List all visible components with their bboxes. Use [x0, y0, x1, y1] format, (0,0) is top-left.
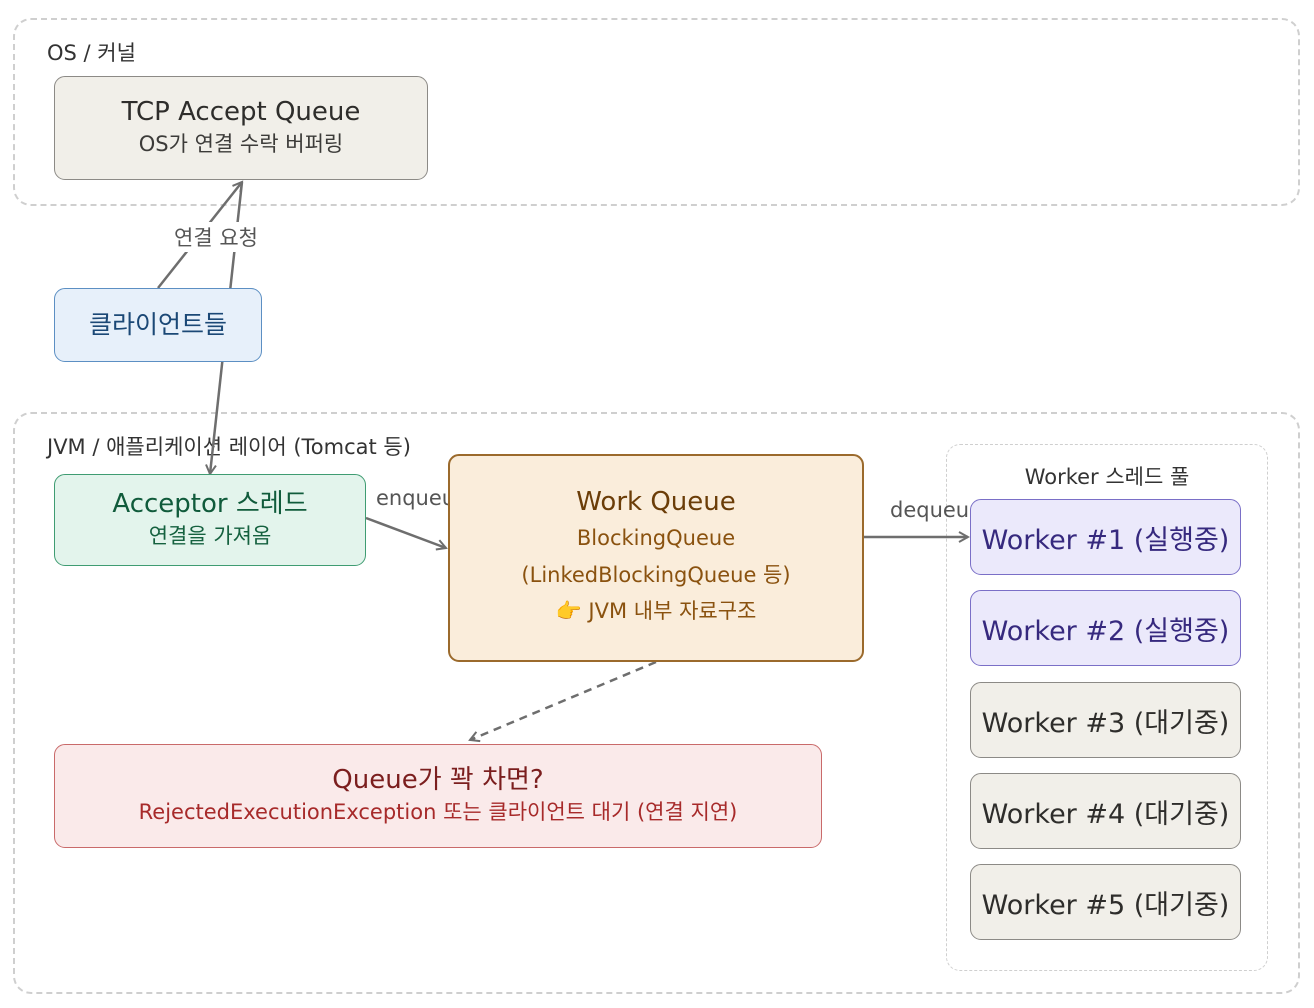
worker-2-node: Worker #2 (실행중)	[970, 590, 1241, 666]
worker-pool-label: Worker 스레드 풀	[1024, 465, 1190, 489]
clients-node: 클라이언트들	[54, 288, 262, 362]
worker-4-node: Worker #4 (대기중)	[970, 773, 1241, 849]
dequeue-label: dequeue	[890, 498, 983, 522]
os-kernel-zone-label: OS / 커널	[47, 41, 136, 65]
work-queue-line-3: 👉 JVM 내부 자료구조	[555, 599, 757, 624]
acceptor-thread-node: Acceptor 스레드 연결을 가져옴	[54, 474, 366, 566]
work-queue-title: Work Queue	[576, 486, 736, 517]
acceptor-thread-subtitle: 연결을 가져옴	[148, 524, 272, 549]
worker-1-node: Worker #1 (실행중)	[970, 499, 1241, 575]
worker-3-node: Worker #3 (대기중)	[970, 682, 1241, 758]
work-queue-node: Work Queue BlockingQueue (LinkedBlocking…	[448, 454, 864, 662]
queue-full-title: Queue가 꽉 차면?	[332, 765, 544, 796]
acceptor-thread-title: Acceptor 스레드	[112, 489, 308, 520]
tcp-accept-queue-subtitle: OS가 연결 수락 버퍼링	[138, 132, 344, 157]
connect-request-label: 연결 요청	[170, 222, 262, 252]
worker-5-node: Worker #5 (대기중)	[970, 864, 1241, 940]
queue-full-subtitle: RejectedExecutionException 또는 클라이언트 대기 (…	[138, 800, 738, 825]
os-kernel-zone	[13, 18, 1300, 206]
work-queue-line-1: BlockingQueue	[576, 525, 736, 550]
tcp-accept-queue-node: TCP Accept Queue OS가 연결 수락 버퍼링	[54, 76, 428, 180]
work-queue-line-2: (LinkedBlockingQueue 등)	[521, 562, 791, 587]
clients-title: 클라이언트들	[88, 309, 227, 339]
tcp-accept-queue-title: TCP Accept Queue	[121, 97, 361, 128]
queue-full-node: Queue가 꽉 차면? RejectedExecutionException …	[54, 744, 822, 848]
worker-pool-zone: Worker 스레드 풀	[946, 444, 1268, 971]
jvm-zone	[13, 412, 1300, 994]
jvm-zone-label: JVM / 애플리케이션 레이어 (Tomcat 등)	[47, 435, 411, 459]
